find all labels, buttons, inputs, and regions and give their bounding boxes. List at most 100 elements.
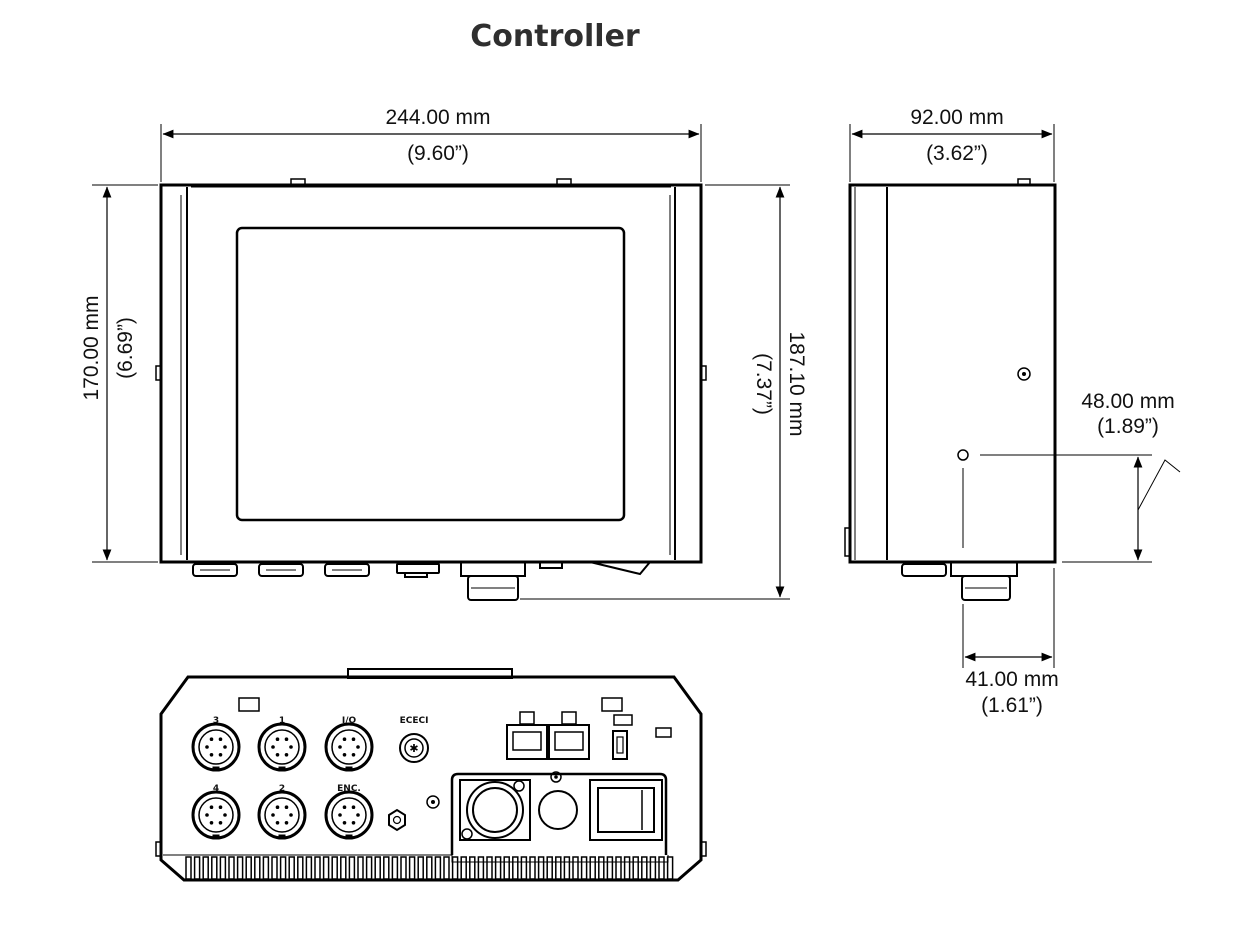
page-title: Controller	[470, 19, 640, 54]
cooling-fin	[185, 856, 192, 880]
label-3: 3	[213, 716, 219, 726]
power-inlet	[459, 779, 531, 841]
cooling-fin	[434, 856, 442, 880]
cooling-fin	[520, 856, 528, 880]
cooling-fin	[254, 856, 261, 880]
cooling-fin	[374, 856, 381, 880]
mounting-hole-icon	[957, 449, 969, 461]
hole-offset-in: (1.61”)	[981, 694, 1043, 717]
cooling-fin	[503, 856, 510, 880]
circular-connector-icon	[191, 722, 241, 772]
cooling-fin	[598, 856, 605, 880]
cooling-fin	[443, 856, 450, 880]
cooling-fin	[641, 856, 648, 880]
cooling-fin	[314, 856, 321, 880]
cooling-fin	[537, 856, 545, 880]
circular-connector-icon	[191, 790, 241, 840]
cooling-fin	[546, 856, 553, 880]
hole-offset-mm: 41.00 mm	[965, 668, 1058, 691]
front-width-mm: 244.00 mm	[385, 106, 490, 129]
cooling-fin	[572, 856, 579, 880]
side-bottom-connectors	[901, 561, 1018, 601]
side-depth-mm: 92.00 mm	[910, 106, 1003, 129]
power-switch	[589, 779, 663, 841]
cooling-fin	[512, 856, 519, 880]
circular-connector-icon	[324, 722, 374, 772]
front-width-in: (9.60”)	[407, 142, 469, 165]
cooling-fin	[348, 856, 356, 880]
cooling-fin	[202, 856, 209, 880]
usb-port-icon	[612, 730, 628, 760]
cooling-fin	[494, 856, 502, 880]
label-ethercat: ECECI	[400, 716, 429, 726]
label-4: 4	[213, 784, 219, 794]
cooling-fin	[477, 856, 485, 880]
cooling-fin	[297, 856, 304, 880]
cooling-fin	[228, 856, 235, 880]
cooling-fin	[408, 856, 416, 880]
side-depth-in: (3.62”)	[926, 142, 988, 165]
ethernet-port-icon	[548, 724, 590, 760]
cooling-fin	[486, 856, 493, 880]
cooling-fin	[322, 856, 330, 880]
overall-height-in: (7.37”)	[752, 353, 775, 415]
bottom-view: 3 1 I/O ECECI 4 2 ENC. ✱	[155, 668, 707, 882]
cooling-fin	[288, 856, 295, 880]
circular-connector-icon	[257, 790, 307, 840]
cooling-fin	[580, 856, 588, 880]
hole-height-in: (1.89”)	[1097, 415, 1159, 438]
cooling-fin	[211, 856, 218, 880]
side-view: 92.00 mm (3.62”) 48.00 mm (1.89”)	[844, 106, 1181, 717]
cooling-fin	[357, 856, 364, 880]
screw-icon	[1017, 367, 1031, 381]
cooling-fin	[555, 856, 562, 880]
cooling-fin	[331, 856, 338, 880]
label-1: 1	[279, 716, 285, 726]
cooling-fins	[185, 856, 674, 880]
cooling-fin	[632, 856, 639, 880]
round-cover-icon	[538, 790, 578, 830]
cooling-fin	[340, 856, 347, 880]
cooling-fin	[245, 856, 252, 880]
cooling-fin	[469, 856, 476, 880]
front-height-in: (6.69”)	[114, 317, 137, 379]
svg-text:✱: ✱	[409, 742, 418, 755]
cooling-fin	[279, 856, 287, 880]
ground-nut-icon	[388, 808, 406, 832]
label-2: 2	[279, 784, 285, 794]
cooling-fin	[589, 856, 596, 880]
bottom-housing	[159, 675, 703, 882]
cooling-fin	[460, 856, 467, 880]
front-bottom-connectors	[192, 561, 653, 601]
cooling-fin	[451, 856, 459, 880]
cooling-fin	[666, 856, 674, 880]
cooling-fin	[649, 856, 657, 880]
cooling-fin	[236, 856, 244, 880]
power-panel	[450, 772, 668, 855]
cooling-fin	[305, 856, 313, 880]
circular-connector-icon	[257, 722, 307, 772]
ethercat-connector-icon	[399, 733, 429, 763]
cooling-fin	[606, 856, 614, 880]
cooling-fin	[365, 856, 373, 880]
cooling-fin	[529, 856, 536, 880]
cooling-fin	[658, 856, 665, 880]
label-io: I/O	[342, 716, 357, 726]
cooling-fin	[271, 856, 278, 880]
cooling-fin	[262, 856, 270, 880]
cooling-fin	[623, 856, 631, 880]
cooling-fin	[193, 856, 201, 880]
cooling-fin	[391, 856, 399, 880]
circular-connector-icon	[324, 790, 374, 840]
label-enc: ENC.	[337, 784, 361, 794]
front-height-mm: 170.00 mm	[80, 295, 103, 400]
front-view: 244.00 mm (9.60”) 170.00 mm (6.69”) 187.…	[80, 106, 808, 601]
cooling-fin	[400, 856, 407, 880]
screw-icon	[426, 795, 440, 809]
power-inlet-icon	[472, 787, 518, 833]
cooling-fin	[563, 856, 571, 880]
cooling-fin	[615, 856, 622, 880]
cooling-fin	[417, 856, 424, 880]
cooling-fin	[426, 856, 433, 880]
